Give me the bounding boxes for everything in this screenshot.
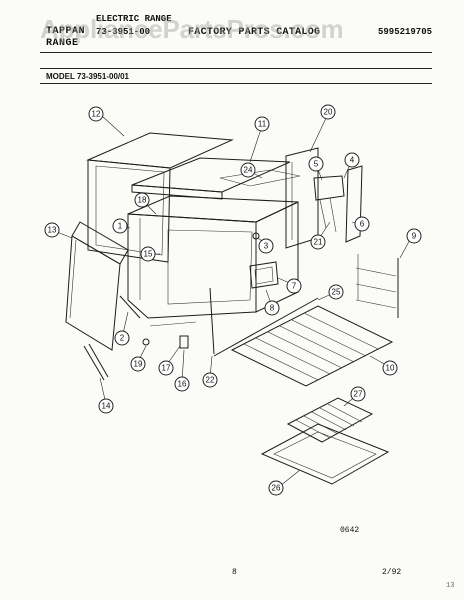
product-type: ELECTRIC RANGE [96, 14, 172, 24]
part-rack-guide [355, 254, 399, 318]
brand-label: TAPPAN [46, 26, 86, 37]
svg-text:17: 17 [162, 364, 171, 373]
svg-text:5: 5 [314, 160, 319, 169]
svg-text:16: 16 [178, 380, 187, 389]
callout-12: 12 [88, 106, 104, 122]
part-insulation [219, 169, 301, 187]
model-line: MODEL 73-3951-00/01 [46, 72, 130, 81]
callout-2: 2 [114, 330, 130, 346]
model-rule-bottom [40, 83, 432, 84]
callout-6: 6 [354, 216, 370, 232]
part-screw [252, 232, 260, 240]
callout-15: 15 [140, 246, 156, 262]
svg-text:19: 19 [134, 360, 143, 369]
corner-mark: 13 [446, 582, 455, 590]
callout-18: 18 [134, 192, 150, 208]
callout-27: 27 [350, 386, 366, 402]
callout-22: 22 [202, 372, 218, 388]
part-hinge-rod [119, 295, 141, 319]
svg-text:6: 6 [360, 220, 365, 229]
part-bracket [313, 165, 363, 243]
callout-19: 19 [130, 356, 146, 372]
part-broiler-pan [260, 423, 390, 485]
part-nut [142, 338, 150, 346]
header-rule [40, 52, 432, 53]
svg-text:7: 7 [292, 282, 297, 291]
revision-date: 2/92 [382, 568, 402, 577]
svg-text:25: 25 [332, 288, 341, 297]
callout-10: 10 [382, 360, 398, 376]
svg-text:10: 10 [386, 364, 395, 373]
svg-text:11: 11 [258, 120, 267, 129]
svg-text:9: 9 [412, 232, 417, 241]
part-trim-strip [83, 345, 105, 381]
svg-text:8: 8 [270, 304, 275, 313]
svg-text:3: 3 [264, 242, 269, 251]
part-wire [209, 287, 215, 355]
callout-1: 1 [112, 218, 128, 234]
svg-text:13: 13 [48, 226, 57, 235]
callout-8: 8 [264, 300, 280, 316]
callout-9: 9 [406, 228, 422, 244]
callout-17: 17 [158, 360, 174, 376]
svg-text:18: 18 [138, 196, 147, 205]
part-oven-rack [230, 305, 394, 387]
svg-text:20: 20 [324, 108, 333, 117]
part-side-panel [65, 221, 129, 351]
callout-7: 7 [286, 278, 302, 294]
callout-5: 5 [308, 156, 324, 172]
callout-3: 3 [258, 238, 274, 254]
svg-text:22: 22 [206, 376, 215, 385]
part-trim-strip-2 [88, 343, 109, 378]
callout-11: 11 [254, 116, 270, 132]
svg-text:12: 12 [92, 110, 101, 119]
page-number: 8 [232, 568, 237, 577]
svg-text:26: 26 [272, 484, 281, 493]
watermark: AppliancePartsPros.com [40, 14, 344, 44]
part-rod [213, 297, 319, 357]
callout-13: 13 [44, 222, 60, 238]
model-rule-top [40, 68, 432, 69]
callout-25: 25 [328, 284, 344, 300]
part-vent-bracket [249, 261, 279, 289]
callout-16: 16 [174, 376, 190, 392]
svg-text:21: 21 [314, 238, 323, 247]
callout-24: 24 [240, 162, 256, 178]
part-clip [179, 335, 189, 349]
svg-text:14: 14 [102, 402, 111, 411]
part-broiler-grid [286, 397, 374, 443]
svg-text:15: 15 [144, 250, 153, 259]
callout-26: 26 [268, 480, 284, 496]
svg-text:1: 1 [118, 222, 123, 231]
drawing-code: 0642 [340, 526, 360, 535]
callout-21: 21 [310, 234, 326, 250]
range-label: RANGE [46, 38, 79, 49]
catalog-part-number: 5995219705 [378, 27, 433, 37]
svg-text:2: 2 [120, 334, 125, 343]
part-top-panel [131, 157, 291, 200]
svg-text:4: 4 [350, 156, 355, 165]
callout-20: 20 [320, 104, 336, 120]
brand-model-value: 73-3951-00 [96, 27, 151, 37]
callout-14: 14 [98, 398, 114, 414]
svg-text:27: 27 [354, 390, 363, 399]
callout-4: 4 [344, 152, 360, 168]
catalog-title: FACTORY PARTS CATALOG [188, 27, 321, 38]
svg-text:24: 24 [244, 166, 253, 175]
